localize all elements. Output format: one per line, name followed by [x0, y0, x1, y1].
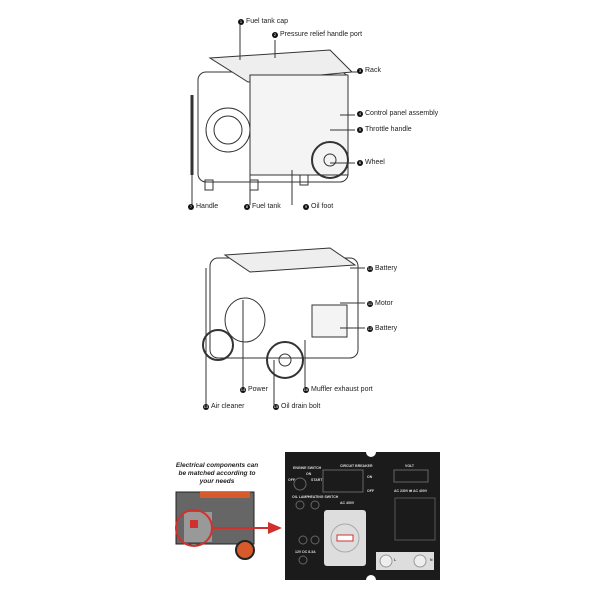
label-text: Oil foot [311, 203, 334, 210]
label-text: Fuel tank cap [246, 18, 289, 25]
label-text: Control panel assembly [365, 110, 439, 117]
panel-off: OFF [288, 478, 295, 482]
label-text: Throttle handle [365, 126, 412, 133]
label-text: Air cleaner [211, 403, 245, 410]
label-text: Oil drain bolt [281, 403, 321, 410]
label-text: Fuel tank [252, 203, 281, 210]
label-text: Motor [375, 300, 393, 307]
generator-rear-drawing [202, 247, 365, 405]
panel-cb-on: ON [367, 475, 373, 479]
generator-photo [175, 491, 282, 560]
num: 2 [272, 31, 278, 38]
panel-start: START [311, 478, 323, 482]
label-text: Wheel [365, 159, 385, 166]
panel-voltage-select: AC 230V ⇄ AC 400V [394, 489, 428, 493]
label-text: Handle [196, 203, 219, 210]
panel-cb-off: OFF [367, 489, 374, 493]
panel-ac400: AC 400V [340, 501, 355, 505]
panel-dc: 12V DC 8.3A [295, 550, 316, 554]
num: 6 [357, 159, 363, 166]
generator-front-drawing [190, 25, 358, 205]
panel-l: L [394, 558, 397, 562]
num: 1 [238, 18, 244, 25]
num: 5 [357, 126, 363, 133]
label-text: Pressure relief handle port [280, 31, 363, 38]
num: 12 [367, 325, 373, 332]
num: 9 [303, 203, 309, 210]
num: 7 [188, 203, 194, 210]
label-text: Muffler exhaust port [311, 386, 373, 393]
label-text: Rack [365, 67, 381, 74]
note-text: Electrical components can be matched acc… [175, 462, 259, 485]
label-text: Battery [375, 265, 398, 272]
num: 16 [303, 386, 309, 393]
control-panel [285, 452, 440, 580]
num: 3 [357, 67, 363, 74]
panel-volt: VOLT [405, 464, 415, 468]
num: 10 [367, 265, 373, 272]
num: 13 [203, 403, 209, 410]
panel-oil-lamp: OIL LAMP [292, 495, 309, 499]
panel-heating-switch: HEATING SWITCH [308, 495, 339, 499]
label-text: Power [248, 386, 268, 393]
panel-on: ON [306, 472, 312, 476]
label-text: Battery [375, 325, 398, 332]
num: 15 [273, 403, 279, 410]
num: 8 [244, 203, 250, 210]
panel-circuit-breaker: CIRCUIT BREAKER [340, 464, 373, 468]
panel-ac230: AC230V [397, 567, 411, 571]
num: 4 [357, 110, 363, 117]
num: 14 [240, 386, 246, 393]
panel-n: N [430, 558, 433, 562]
panel-engine-switch: ENGINE SWITCH [293, 466, 322, 470]
num: 11 [367, 300, 373, 307]
